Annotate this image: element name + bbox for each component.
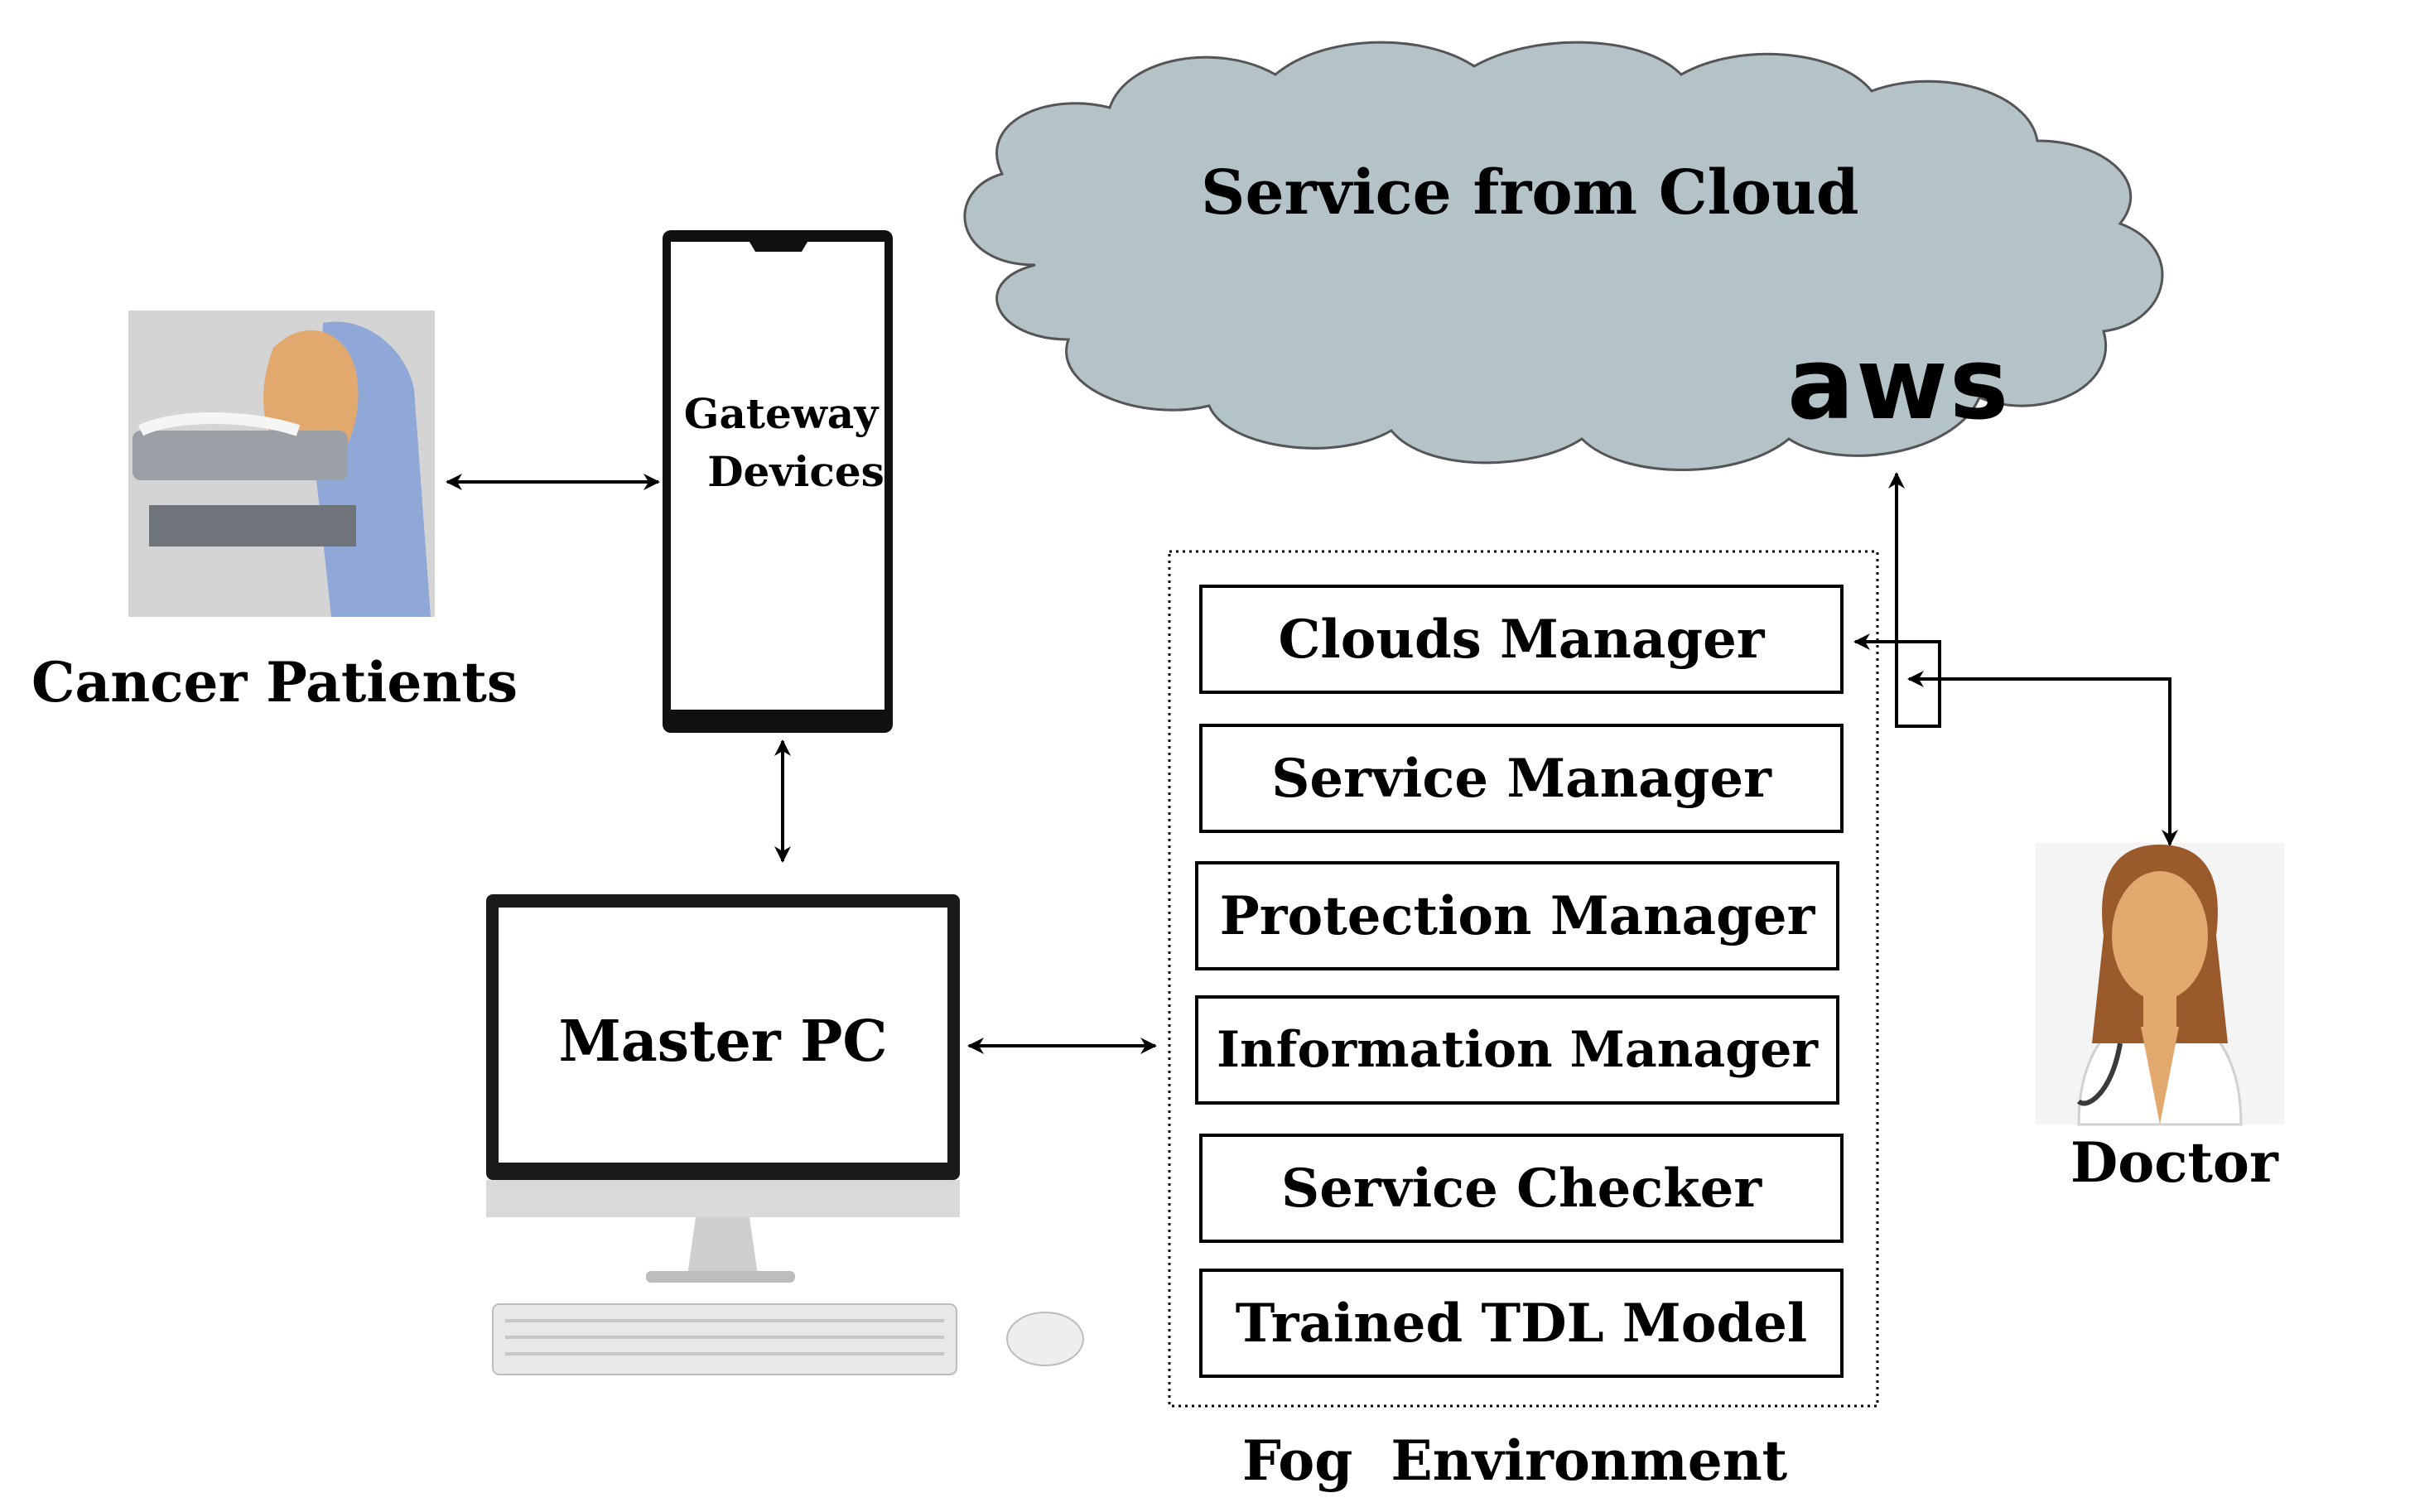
doctor-label: Doctor bbox=[2070, 1130, 2278, 1195]
connectors bbox=[446, 472, 2178, 1054]
mouse-icon bbox=[1006, 1312, 1084, 1366]
service-checker-box: Service Checker bbox=[1199, 1134, 1844, 1243]
fog-environment-label: Fog Environment bbox=[1242, 1428, 1788, 1493]
junction-box bbox=[1895, 640, 1941, 728]
trained-tdl-model-box: Trained TDL Model bbox=[1199, 1269, 1844, 1378]
keyboard-icon bbox=[492, 1303, 957, 1375]
gateway-phone-icon bbox=[663, 230, 893, 733]
gateway-label-line1: Gateway bbox=[683, 389, 879, 438]
fog-environment-frame bbox=[1168, 550, 1879, 1408]
aws-logo-text: aws bbox=[1787, 327, 2011, 442]
doctor-avatar bbox=[2036, 843, 2284, 1126]
clouds-manager-box: Clouds Manager bbox=[1199, 585, 1844, 694]
service-manager-box: Service Manager bbox=[1199, 724, 1844, 833]
cancer-patient-image bbox=[128, 311, 435, 617]
protection-manager-box: Protection Manager bbox=[1195, 861, 1839, 970]
master-pc-label: Master PC bbox=[558, 1009, 888, 1075]
cloud-shape bbox=[963, 41, 2164, 471]
cloud-title: Service from Cloud bbox=[1201, 157, 1859, 229]
master-pc-icon bbox=[486, 894, 960, 1283]
doctor-link-arrow bbox=[1907, 671, 2178, 846]
information-manager-box: Information Manager bbox=[1195, 995, 1839, 1105]
cancer-patients-label: Cancer Patients bbox=[31, 650, 518, 715]
gateway-label-line2: Devices bbox=[707, 447, 884, 496]
